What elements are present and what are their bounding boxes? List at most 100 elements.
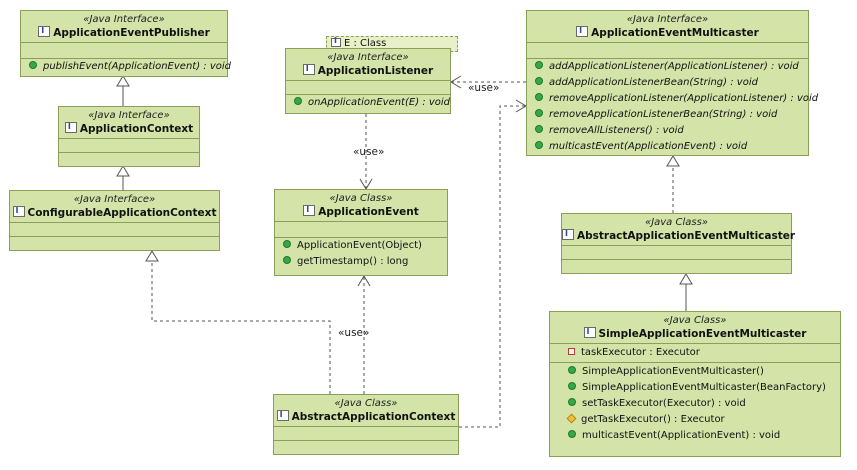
class-application-event-publisher[interactable]: «Java Interface» ApplicationEventPublish…	[20, 10, 231, 77]
stereotype: «Java Interface»	[626, 14, 709, 25]
methods-section: publishEvent(ApplicationEvent) : void	[21, 59, 231, 75]
class-simple-application-event-multicaster[interactable]: «Java Class» SimpleApplicationEventMulti…	[549, 311, 841, 457]
attributes-section	[21, 43, 227, 59]
method[interactable]: onApplicationEvent(E) : void	[286, 95, 450, 111]
interface-icon	[38, 24, 51, 38]
interface-icon	[64, 120, 77, 134]
attributes-section	[286, 81, 450, 95]
class-icon	[583, 325, 596, 339]
class-header: «Java Interface» ApplicationEventPublish…	[21, 11, 227, 43]
class-name: ApplicationContext	[59, 120, 199, 136]
method[interactable]: removeApplicationListener(ApplicationLis…	[527, 91, 818, 107]
method[interactable]: removeApplicationListenerBean(String) : …	[527, 107, 808, 123]
class-name: ApplicationEvent	[275, 203, 447, 219]
class-name: ConfigurableApplicationContext	[10, 204, 219, 220]
methods-section	[562, 260, 791, 273]
inherit-context-publisher-arrow	[116, 75, 130, 87]
class-application-listener[interactable]: «Java Interface» ApplicationListener onA…	[285, 48, 451, 114]
constructor-icon	[283, 240, 291, 248]
method[interactable]: getTimestamp() : long	[275, 254, 447, 270]
class-header: «Java Class» SimpleApplicationEventMulti…	[550, 312, 840, 344]
public-method-icon	[535, 109, 543, 117]
method[interactable]: publishEvent(ApplicationEvent) : void	[21, 59, 231, 75]
use-label-multicaster-listener: «use»	[468, 82, 500, 94]
class-icon	[303, 203, 316, 217]
method[interactable]: addApplicationListenerBean(String) : voi…	[527, 75, 808, 91]
class-icon	[276, 408, 289, 422]
class-icon	[562, 227, 574, 241]
attributes-section	[562, 246, 791, 260]
stereotype: «Java Class»	[663, 315, 727, 326]
method[interactable]: getTaskExecutor() : Executor	[550, 412, 840, 428]
class-header: «Java Interface» ApplicationEventMultica…	[527, 11, 808, 43]
stereotype: «Java Interface»	[327, 52, 409, 63]
methods-section: addApplicationListener(ApplicationListen…	[527, 59, 818, 155]
public-method-icon	[535, 93, 543, 101]
attributes-section	[274, 427, 458, 441]
use-label-abstractcontext-event: «use»	[338, 327, 370, 339]
public-method-icon	[535, 125, 543, 133]
class-header: «Java Interface» ApplicationContext	[59, 107, 199, 139]
constructor[interactable]: ApplicationEvent(Object)	[275, 238, 447, 254]
public-method-icon	[535, 141, 543, 149]
realize-abstractcontext-configurable	[151, 251, 331, 394]
class-application-event-multicaster[interactable]: «Java Interface» ApplicationEventMultica…	[526, 10, 818, 156]
stereotype: «Java Class»	[334, 398, 398, 409]
constructor[interactable]: SimpleApplicationEventMulticaster()	[550, 364, 840, 380]
attributes-section	[275, 222, 447, 238]
stereotype: «Java Interface»	[83, 14, 165, 25]
interface-icon	[12, 204, 25, 218]
class-header: «Java Interface» ConfigurableApplication…	[10, 191, 219, 223]
attributes-section	[59, 139, 199, 153]
methods-section: onApplicationEvent(E) : void	[286, 95, 450, 111]
public-method-icon	[568, 398, 576, 406]
attributes-section: taskExecutor : Executor	[550, 344, 840, 363]
type-param-icon	[331, 36, 341, 47]
class-header: «Java Class» ApplicationEvent	[275, 190, 447, 222]
class-name: SimpleApplicationEventMulticaster	[550, 325, 840, 341]
class-name: ApplicationEventMulticaster	[527, 24, 808, 40]
public-method-icon	[535, 77, 543, 85]
public-method-icon	[535, 61, 543, 69]
class-application-context[interactable]: «Java Interface» ApplicationContext	[58, 106, 200, 167]
class-abstract-application-context[interactable]: «Java Class» AbstractApplicationContext	[273, 394, 459, 455]
constructor-icon	[568, 366, 576, 374]
method[interactable]: removeAllListeners() : void	[527, 123, 808, 139]
stereotype: «Java Interface»	[88, 110, 170, 121]
public-method-icon	[29, 61, 37, 69]
class-name: ApplicationEventPublisher	[21, 24, 227, 40]
interface-icon	[576, 24, 589, 38]
inherit-simple-abstractmulticaster-arrow	[679, 273, 693, 285]
stereotype: «Java Class»	[329, 193, 393, 204]
final-method-icon	[283, 256, 291, 264]
method[interactable]: multicastEvent(ApplicationEvent) : void	[550, 428, 840, 444]
protected-method-icon	[566, 413, 577, 424]
class-configurable-application-context[interactable]: «Java Interface» ConfigurableApplication…	[9, 190, 220, 251]
class-header: «Java Class» AbstractApplicationEventMul…	[562, 214, 795, 246]
method[interactable]: addApplicationListener(ApplicationListen…	[527, 59, 808, 75]
class-name: AbstractApplicationContext	[274, 408, 458, 424]
use-multicaster-listener-arrow	[450, 75, 462, 89]
field[interactable]: taskExecutor : Executor	[550, 345, 840, 361]
realize-abstractmulticaster-multicaster-arrow	[666, 155, 680, 167]
class-name: ApplicationListener	[286, 62, 450, 78]
constructor-icon	[568, 382, 576, 390]
methods-section	[59, 153, 199, 166]
constructor[interactable]: SimpleApplicationEventMulticaster(BeanFa…	[550, 380, 840, 396]
class-abstract-application-event-multicaster[interactable]: «Java Class» AbstractApplicationEventMul…	[561, 213, 795, 274]
attributes-section	[10, 223, 219, 237]
method[interactable]: setTaskExecutor(Executor) : void	[550, 396, 840, 412]
public-method-icon	[294, 97, 302, 105]
private-field-icon	[568, 348, 575, 355]
class-header: «Java Class» AbstractApplicationContext	[274, 395, 458, 427]
method[interactable]: multicastEvent(ApplicationEvent) : void	[527, 139, 808, 155]
class-application-event[interactable]: «Java Class» ApplicationEvent Applicatio…	[274, 189, 448, 276]
interface-icon	[302, 62, 315, 76]
methods-section: SimpleApplicationEventMulticaster() Simp…	[550, 363, 840, 444]
realize-abstractcontext-configurable-arrow	[145, 250, 159, 262]
override-method-icon	[568, 430, 576, 438]
attributes-section	[527, 43, 808, 59]
stereotype: «Java Interface»	[73, 194, 156, 205]
class-header: «Java Interface» ApplicationListener	[286, 49, 450, 81]
